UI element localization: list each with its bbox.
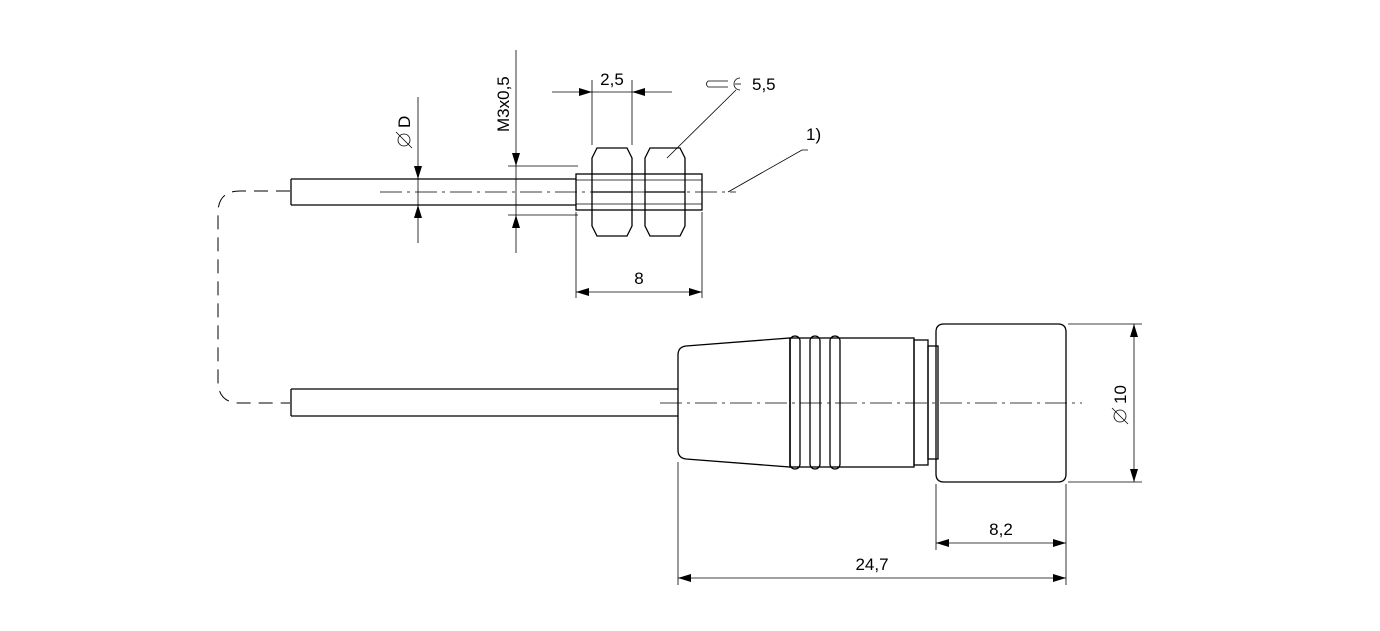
label-nut-width: 2,5: [600, 70, 624, 89]
dim-total-length: [677, 462, 1066, 585]
threaded-sensor-body: [575, 173, 703, 211]
label-wrench-size: 5,5: [752, 75, 776, 94]
label-total-length: 24,7: [855, 555, 888, 574]
label-cable-diameter: D: [395, 116, 414, 128]
label-note: 1): [806, 125, 821, 144]
dim-head-length: [935, 484, 1067, 585]
cable-loop: [217, 190, 290, 404]
label-head-length: 8,2: [989, 520, 1013, 539]
connector-collar: [913, 339, 939, 466]
wrench-leader: [666, 89, 737, 159]
diameter-icon: [395, 131, 413, 149]
connector-sleeve: [677, 337, 915, 468]
dim-nut-width: [552, 80, 672, 145]
dim-thread: [508, 50, 578, 253]
dim-thread-length: [575, 212, 703, 298]
label-connector-diameter: 10: [1111, 385, 1130, 404]
dim-connector-diameter: [1068, 323, 1142, 483]
note-leader: [727, 149, 808, 193]
connector-head: [935, 323, 1067, 483]
diameter-icon: [1111, 407, 1129, 425]
dim-cable-diameter: [414, 97, 422, 243]
connector-grooves: [789, 335, 841, 470]
hex-nut-left: [591, 147, 633, 237]
wrench-icon: [706, 77, 741, 91]
label-thread-length: 8: [634, 269, 643, 288]
label-thread: M3x0,5: [494, 76, 513, 132]
hex-nut-right: [644, 147, 686, 237]
lower-cable: [290, 388, 1082, 417]
